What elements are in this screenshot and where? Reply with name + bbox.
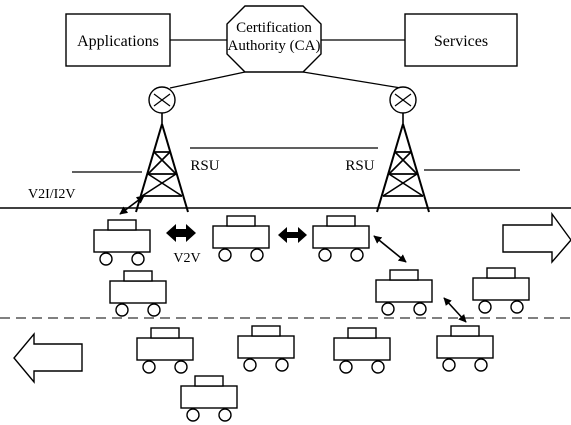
v2v-label: V2V bbox=[173, 251, 200, 266]
rsu-tower-right bbox=[376, 86, 430, 213]
v2v-link-middle bbox=[278, 227, 307, 243]
backbone-links bbox=[72, 39, 520, 173]
v2i-label: V2I/I2V bbox=[28, 187, 75, 202]
vehicle bbox=[312, 215, 370, 262]
vehicle bbox=[333, 327, 391, 374]
ca-label-line1: Certification bbox=[236, 20, 312, 36]
vehicle bbox=[109, 270, 167, 317]
v2v-arrow-diagonal bbox=[373, 235, 407, 263]
vehicle bbox=[472, 267, 530, 314]
v2i-arrow bbox=[119, 195, 145, 215]
v2v-link-left bbox=[166, 224, 196, 242]
services-box: Services bbox=[404, 13, 518, 67]
traffic-direction-right-arrow bbox=[502, 211, 571, 264]
traffic-direction-left-arrow bbox=[13, 332, 83, 384]
rsu-label-right: RSU bbox=[345, 158, 374, 174]
ca-label-line2: Authority (CA) bbox=[228, 38, 321, 54]
vehicle bbox=[237, 325, 295, 372]
vehicle bbox=[212, 215, 270, 262]
vehicle bbox=[375, 269, 433, 316]
certification-authority-box: Certification Authority (CA) bbox=[226, 5, 322, 73]
rsu-label-left: RSU bbox=[190, 158, 219, 174]
vehicle bbox=[136, 327, 194, 374]
vehicle bbox=[436, 325, 494, 372]
rsu-tower-left bbox=[135, 86, 189, 213]
vehicle bbox=[93, 219, 151, 266]
applications-box: Applications bbox=[65, 13, 171, 67]
services-label: Services bbox=[434, 33, 488, 50]
v2v-arrow-lane-change bbox=[443, 297, 467, 323]
applications-label: Applications bbox=[77, 33, 159, 50]
vehicle bbox=[180, 375, 238, 422]
